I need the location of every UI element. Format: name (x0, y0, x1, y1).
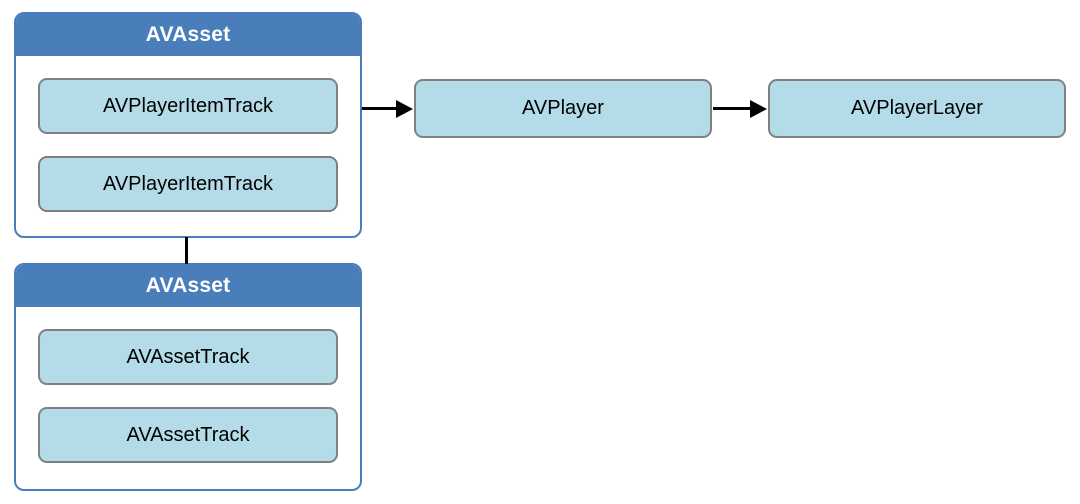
node-avassettrack-2[interactable]: AVAssetTrack (38, 407, 338, 463)
group-body-avasset-top: AVPlayerItemTrack AVPlayerItemTrack (16, 56, 360, 234)
group-body-avasset-bottom: AVAssetTrack AVAssetTrack (16, 307, 360, 485)
node-avplayerlayer[interactable]: AVPlayerLayer (768, 79, 1066, 138)
group-header-avasset-bottom: AVAsset (16, 265, 360, 307)
edge-avasset-to-avplayer-line (362, 107, 398, 110)
group-avasset-bottom[interactable]: AVAsset AVAssetTrack AVAssetTrack (14, 263, 362, 491)
node-avplayer[interactable]: AVPlayer (414, 79, 712, 138)
group-avasset-top[interactable]: AVAsset AVPlayerItemTrack AVPlayerItemTr… (14, 12, 362, 238)
node-avplayeritemtrack-2[interactable]: AVPlayerItemTrack (38, 156, 338, 212)
node-avassettrack-1[interactable]: AVAssetTrack (38, 329, 338, 385)
node-avplayeritemtrack-1[interactable]: AVPlayerItemTrack (38, 78, 338, 134)
edge-avasset-to-avplayer-arrowhead (396, 99, 413, 118)
group-header-avasset-top: AVAsset (16, 14, 360, 56)
edge-avasset-top-to-avasset-bottom-line (185, 237, 188, 264)
edge-avplayer-to-avplayerlayer-line (713, 107, 751, 110)
edge-avplayer-to-avplayerlayer-arrowhead (750, 99, 767, 118)
